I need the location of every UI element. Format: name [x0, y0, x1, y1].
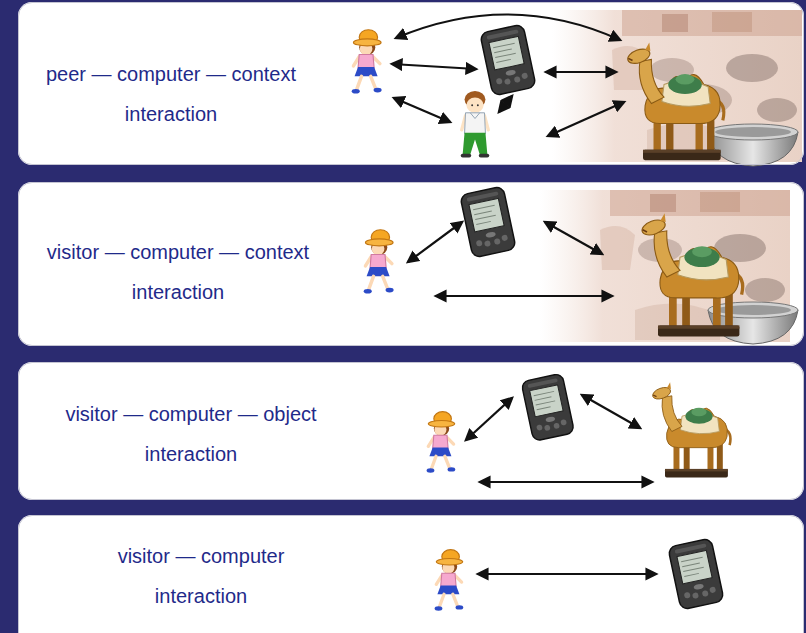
- panel-ground: [18, 2, 804, 165]
- interaction-panel: visitor — computer interaction: [18, 515, 804, 633]
- girl-figure: [435, 550, 464, 611]
- interaction-panel: visitor — computer — object interaction: [18, 362, 804, 500]
- panel-label: visitor — computer interaction: [91, 536, 311, 616]
- interaction-arrow: [546, 71, 616, 73]
- girl-figure: [364, 230, 394, 294]
- interaction-arrow: [582, 395, 640, 428]
- camel-statue: [640, 213, 743, 336]
- interaction-panel: visitor — computer — context interaction: [18, 182, 804, 346]
- girl-figure: [352, 30, 382, 94]
- interaction-arrow: [394, 98, 450, 122]
- boy-figure: [461, 91, 490, 158]
- interaction-arrow: [478, 573, 656, 575]
- panel-ground: [18, 182, 804, 346]
- interaction-arrow: [545, 222, 602, 254]
- interaction-arrows: [466, 395, 652, 482]
- panel-label: visitor — computer — context interaction: [28, 232, 328, 312]
- panel-label: peer — computer — context interaction: [31, 54, 311, 134]
- interaction-arrows: [392, 14, 624, 136]
- interaction-arrow: [396, 14, 620, 40]
- interaction-arrow: [480, 481, 652, 483]
- interaction-panel: peer — computer — context interaction: [18, 2, 804, 165]
- interaction-arrow: [548, 102, 624, 136]
- bowl-picture: [708, 302, 798, 344]
- pda-device: [480, 24, 536, 96]
- panel-label: visitor — computer — object interaction: [51, 394, 331, 474]
- interaction-arrow: [436, 295, 612, 297]
- camel-statue: [651, 382, 730, 477]
- camel-statue: [626, 43, 724, 161]
- girl-figure: [427, 412, 456, 473]
- pda-device: [460, 186, 516, 258]
- interaction-arrows: [478, 573, 656, 575]
- interaction-arrows: [408, 222, 612, 296]
- pda-device: [521, 373, 575, 441]
- panel-ground: [18, 515, 804, 633]
- bowl-picture: [708, 124, 798, 166]
- interaction-arrow: [392, 64, 476, 69]
- interaction-arrow: [408, 222, 462, 262]
- interaction-arrow: [466, 398, 512, 440]
- pda-device: [668, 538, 724, 610]
- panel-ground: [18, 362, 804, 500]
- interaction-arrow: [499, 96, 512, 112]
